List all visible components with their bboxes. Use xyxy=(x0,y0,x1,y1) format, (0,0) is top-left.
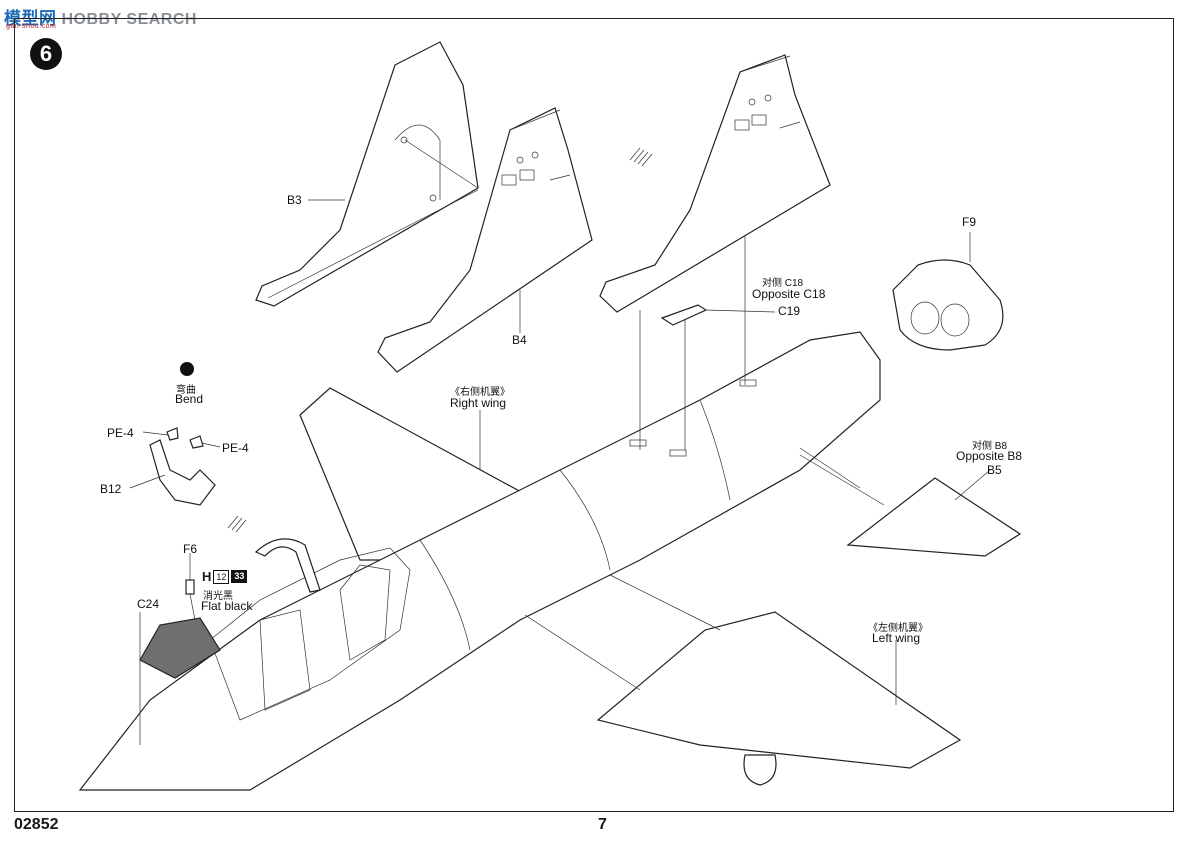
bend-icon xyxy=(180,362,194,376)
part-f9-exhaust xyxy=(892,259,1004,351)
page-frame xyxy=(14,18,1174,812)
part-f6 xyxy=(185,579,195,595)
label-f9: F9 xyxy=(962,215,977,229)
label-flat-black: Flat black xyxy=(201,599,253,613)
label-left-wing-cn: 《左侧机翼》 xyxy=(868,623,928,634)
part-b5 xyxy=(846,477,1022,557)
part-c19 xyxy=(660,304,708,326)
label-opposite-b8: Opposite B8 xyxy=(956,449,1023,463)
step-number-badge: 6 xyxy=(30,38,62,70)
paint-code-33: 33 xyxy=(231,570,248,583)
label-flat-black-cn: 消光黑 xyxy=(203,591,233,602)
label-opposite-c18: Opposite C18 xyxy=(752,287,826,301)
watermark-url: gan-shou.com xyxy=(6,23,57,30)
label-c24: C24 xyxy=(137,597,160,611)
label-bend-cn: 弯曲 xyxy=(176,385,196,396)
label-b12: B12 xyxy=(100,482,122,496)
part-cockpit xyxy=(209,547,411,721)
label-opposite-b8-cn: 对侧 B8 xyxy=(972,441,1008,452)
part-c18-fin xyxy=(599,54,831,313)
label-bend: Bend xyxy=(175,392,204,406)
part-b3-fin xyxy=(255,41,479,307)
part-left-wing xyxy=(596,611,962,786)
label-b5: B5 xyxy=(987,463,1002,477)
paint-code-letter: H xyxy=(202,569,212,584)
label-left-wing: Left wing xyxy=(872,631,921,645)
label-f6: F6 xyxy=(183,542,198,556)
label-b3: B3 xyxy=(287,193,302,207)
part-b12 xyxy=(149,439,216,506)
paint-code-box: H 12 33 xyxy=(202,569,248,584)
watermark-en: HOBBY SEARCH xyxy=(61,11,197,28)
part-canopy-frame xyxy=(254,538,321,593)
part-pe4-left xyxy=(166,427,179,441)
hatch-mark-2 xyxy=(227,515,247,533)
part-c24 xyxy=(139,617,221,679)
label-pe4-left: PE-4 xyxy=(107,426,134,440)
label-right-wing-cn: 《右侧机翼》 xyxy=(450,387,510,398)
product-code: 02852 xyxy=(14,816,59,833)
label-b4: B4 xyxy=(512,333,527,347)
page-number: 7 xyxy=(598,816,607,833)
label-c19: C19 xyxy=(778,304,801,318)
label-right-wing: Right wing xyxy=(450,396,507,410)
label-pe4-right: PE-4 xyxy=(222,441,249,455)
leader-lines xyxy=(129,139,991,745)
label-opposite-c18-cn: 对侧 C18 xyxy=(762,278,804,289)
part-pe4-right xyxy=(189,435,204,449)
part-fuselage xyxy=(78,331,881,791)
paint-code-12: 12 xyxy=(213,569,230,584)
hatch-mark-1 xyxy=(629,147,653,167)
part-b4-fin xyxy=(377,107,593,373)
